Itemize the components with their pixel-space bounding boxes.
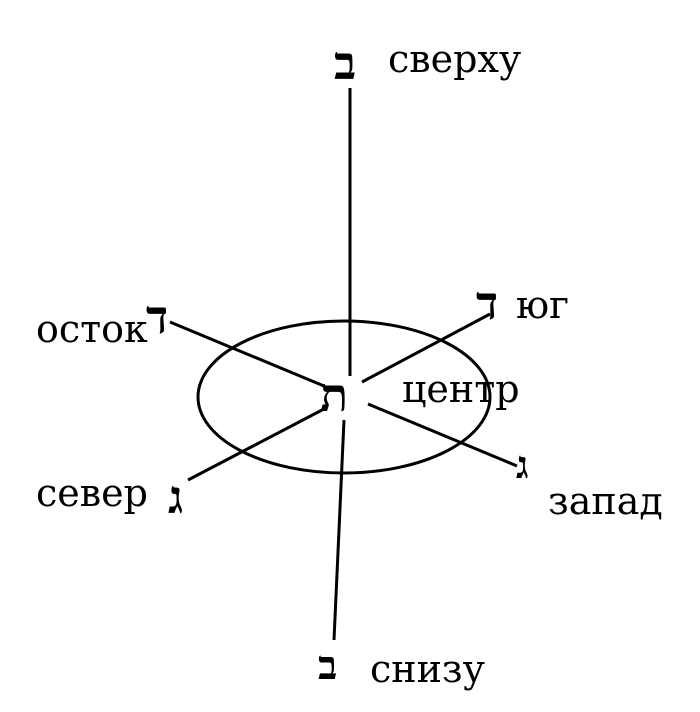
letter-north: ג [168,470,184,524]
label-center: центр [402,367,520,411]
label-west: запад [548,479,663,523]
letter-west: ג [516,442,529,487]
plane-ellipse [196,319,492,475]
label-east: осток [36,307,148,351]
axis-west-line [367,402,518,468]
letter-below: ב [318,642,338,689]
axis-south-line [361,312,491,384]
axis-north-line [187,408,323,482]
label-south: юг [516,283,569,327]
letter-center: ת [320,368,349,422]
label-north: север [36,471,148,515]
letter-above: ב [334,36,357,90]
letter-south: ד [476,276,499,330]
axis-below-line [332,419,346,641]
label-below: снизу [370,647,486,691]
axis-east-line [169,320,325,388]
label-above: сверху [388,37,522,81]
letter-east: ד [146,290,169,344]
